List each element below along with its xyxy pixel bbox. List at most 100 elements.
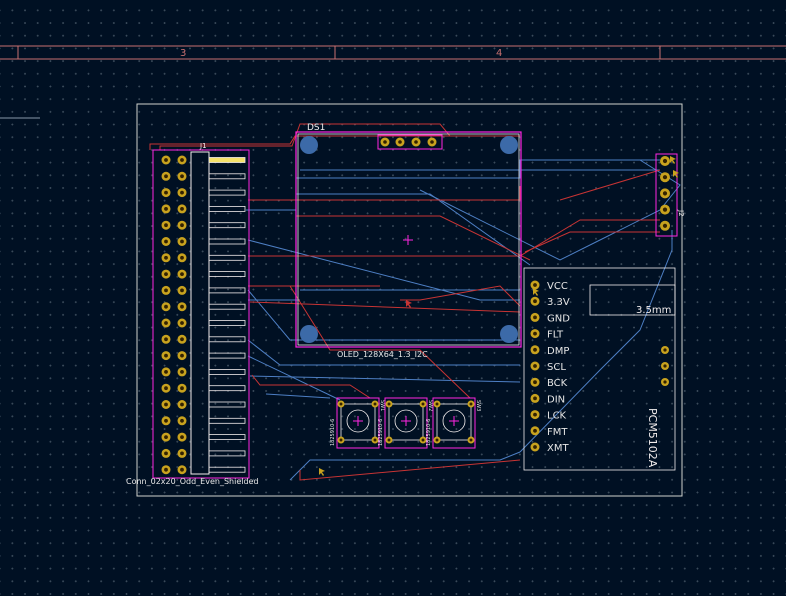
connector-pad[interactable] <box>161 383 171 393</box>
connector-pad[interactable] <box>161 318 171 328</box>
connector-pad[interactable] <box>177 302 187 312</box>
header-pad[interactable] <box>660 204 670 215</box>
dac-pad[interactable] <box>530 345 540 355</box>
connector-pad[interactable] <box>177 237 187 246</box>
dac-pin-label: XMT <box>547 443 569 454</box>
connector-pads[interactable] <box>161 155 187 475</box>
connector-pad[interactable] <box>161 204 171 214</box>
connector-pad[interactable] <box>161 188 171 198</box>
switch-pad[interactable] <box>371 436 379 444</box>
connector-pad[interactable] <box>177 383 187 393</box>
connector-pad[interactable] <box>161 367 171 377</box>
dac-aux-pads[interactable] <box>661 346 669 386</box>
header-pad[interactable] <box>660 156 670 166</box>
connector-pad[interactable] <box>177 465 187 475</box>
display-pads[interactable] <box>377 134 443 150</box>
header-j2[interactable]: J2 <box>655 153 685 237</box>
connector-pad[interactable] <box>161 302 171 312</box>
dac-pad[interactable] <box>530 393 540 403</box>
connector-pad[interactable] <box>161 237 171 246</box>
connector-pin <box>208 303 246 310</box>
connector-pad[interactable] <box>161 171 171 181</box>
display-outline <box>297 133 520 346</box>
switch-pad[interactable] <box>419 436 427 444</box>
connector-pad[interactable] <box>177 155 187 165</box>
connector-pad[interactable] <box>161 155 171 165</box>
dac-pad[interactable] <box>530 280 540 290</box>
connector-pad[interactable] <box>177 171 187 181</box>
connector-pad[interactable] <box>161 220 171 230</box>
back-copper-traces[interactable] <box>246 159 681 481</box>
switch-pad[interactable] <box>337 400 345 408</box>
connector-pad[interactable] <box>161 269 171 279</box>
connector-footprint-label: Conn_02x20_Odd_Even_Shielded <box>126 477 259 486</box>
connector-pad[interactable] <box>161 465 171 475</box>
connector-pad[interactable] <box>161 432 171 442</box>
connector-pad[interactable] <box>161 400 171 409</box>
connector-pad[interactable] <box>177 400 187 409</box>
connector-pad[interactable] <box>177 204 187 214</box>
connector-pad[interactable] <box>177 334 187 344</box>
dac-pads[interactable] <box>530 280 540 452</box>
connector-pad[interactable] <box>161 448 171 458</box>
connector-pad[interactable] <box>177 432 187 442</box>
connector-pad[interactable] <box>177 285 187 295</box>
dac-pad[interactable] <box>530 296 540 306</box>
dac-pad[interactable] <box>530 377 540 387</box>
connector-pad[interactable] <box>177 253 187 263</box>
oled-display-ds1[interactable]: DS1 OLED_128X64_1.3_I2C <box>295 123 522 359</box>
connector-pad[interactable] <box>177 416 187 426</box>
ruler-label-3: 3 <box>180 48 186 59</box>
connector-j1[interactable]: J1 Conn_02x20_Odd_Even_Shielded <box>126 142 259 486</box>
connector-pin <box>208 352 246 359</box>
board-edge[interactable] <box>136 103 683 497</box>
dac-module-pcm5102a[interactable]: 3.5mm VCC3.3VGNDFLTDMPSCLBCKDINLCKFMTXMT… <box>523 267 676 471</box>
mounting-hole-tl[interactable] <box>300 136 318 154</box>
connector-pin <box>208 222 246 229</box>
connector-pin <box>208 157 246 163</box>
dac-pad[interactable] <box>530 361 540 371</box>
switch-pad[interactable] <box>385 400 393 408</box>
mounting-hole-bl[interactable] <box>300 325 318 343</box>
switch-pad[interactable] <box>433 400 441 408</box>
front-copper-traces[interactable] <box>149 123 661 481</box>
switch-pad[interactable] <box>371 400 379 408</box>
switch-pad[interactable] <box>337 436 345 444</box>
dac-pad[interactable] <box>530 312 540 322</box>
mounting-hole-br[interactable] <box>500 325 518 343</box>
connector-pad[interactable] <box>161 285 171 295</box>
header-pad[interactable] <box>660 220 670 231</box>
connector-pad[interactable] <box>161 253 171 263</box>
dac-pad[interactable] <box>530 329 540 339</box>
dac-pin-label: DMP <box>547 346 569 357</box>
connector-pad[interactable] <box>177 367 187 377</box>
switch-pad[interactable] <box>385 436 393 444</box>
connector-pad[interactable] <box>177 269 187 279</box>
connector-pad[interactable] <box>161 334 171 344</box>
switch-pad[interactable] <box>467 400 475 408</box>
dac-pad[interactable] <box>530 410 540 420</box>
header-pads[interactable] <box>660 156 670 231</box>
connector-pad[interactable] <box>177 351 187 361</box>
switch-pad[interactable] <box>467 436 475 444</box>
switch-pad[interactable] <box>419 400 427 408</box>
connector-pin <box>208 466 246 473</box>
dac-pad[interactable] <box>530 426 540 436</box>
connector-pad[interactable] <box>177 188 187 198</box>
connector-pad[interactable] <box>161 351 171 361</box>
dac-pad[interactable] <box>530 442 540 452</box>
header-pad[interactable] <box>660 172 670 183</box>
header-pad[interactable] <box>660 188 670 199</box>
connector-pad[interactable] <box>161 416 171 426</box>
connector-pad[interactable] <box>177 318 187 328</box>
switch-pad[interactable] <box>433 436 441 444</box>
connector-pad[interactable] <box>177 220 187 230</box>
mounting-hole-tr[interactable] <box>500 136 518 154</box>
connector-pad[interactable] <box>177 448 187 458</box>
